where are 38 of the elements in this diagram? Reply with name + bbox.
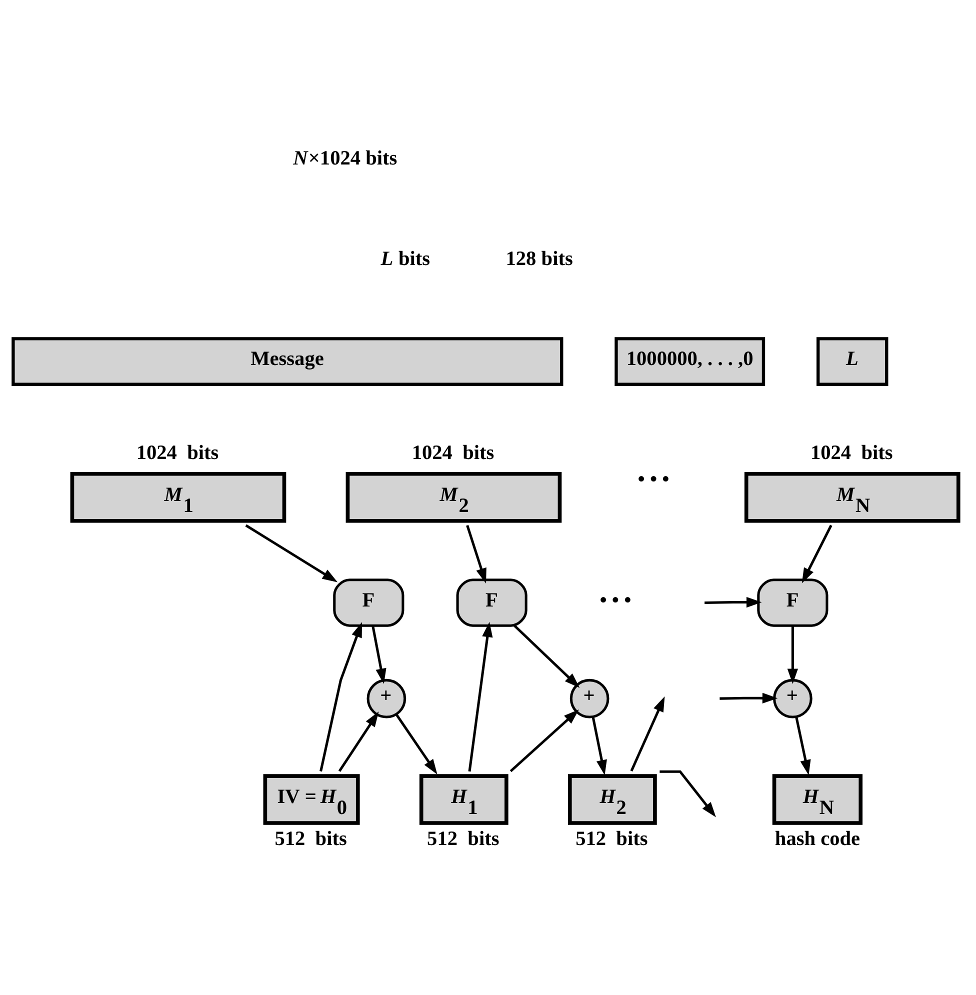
- node-label: hash code: [774, 827, 860, 850]
- node-label: 512 bits: [274, 827, 347, 850]
- arrow: [395, 713, 438, 774]
- node-box: Message: [12, 336, 564, 386]
- arrow: [660, 770, 716, 817]
- arrow: [245, 524, 338, 582]
- arrow: [468, 621, 493, 772]
- arrow: [514, 624, 580, 688]
- arrow: [510, 708, 579, 772]
- node-circle: +: [366, 678, 406, 718]
- node-box: 1000000, . . . ,0: [614, 336, 766, 386]
- arrow: [320, 622, 362, 772]
- arrow: [466, 524, 486, 583]
- label: • • •: [600, 588, 632, 611]
- label: N×1024 bits: [293, 146, 398, 169]
- node-label: 1024 bits: [412, 442, 494, 464]
- node-circle: +: [570, 678, 610, 718]
- arrow: [704, 596, 762, 608]
- arrow: [372, 624, 386, 684]
- node-box: F: [333, 578, 404, 626]
- arrow: [795, 716, 811, 775]
- label: L bits: [380, 247, 430, 270]
- node-box: L: [816, 336, 888, 386]
- arrow: [338, 711, 379, 772]
- node-label: 512 bits: [576, 827, 648, 850]
- arrow: [787, 625, 798, 684]
- arrow: [802, 524, 832, 583]
- node-circle: +: [773, 678, 812, 718]
- arrow: [592, 716, 607, 775]
- node-box: F: [456, 578, 528, 626]
- node-label: 1024 bits: [810, 442, 893, 464]
- label: 128 bits: [506, 247, 573, 270]
- arrow: [720, 692, 778, 703]
- node-label: 1024 bits: [136, 442, 219, 464]
- label: • • •: [638, 468, 670, 490]
- node-label: 512 bits: [427, 827, 500, 850]
- arrow: [630, 696, 665, 771]
- node-box: F: [757, 578, 828, 626]
